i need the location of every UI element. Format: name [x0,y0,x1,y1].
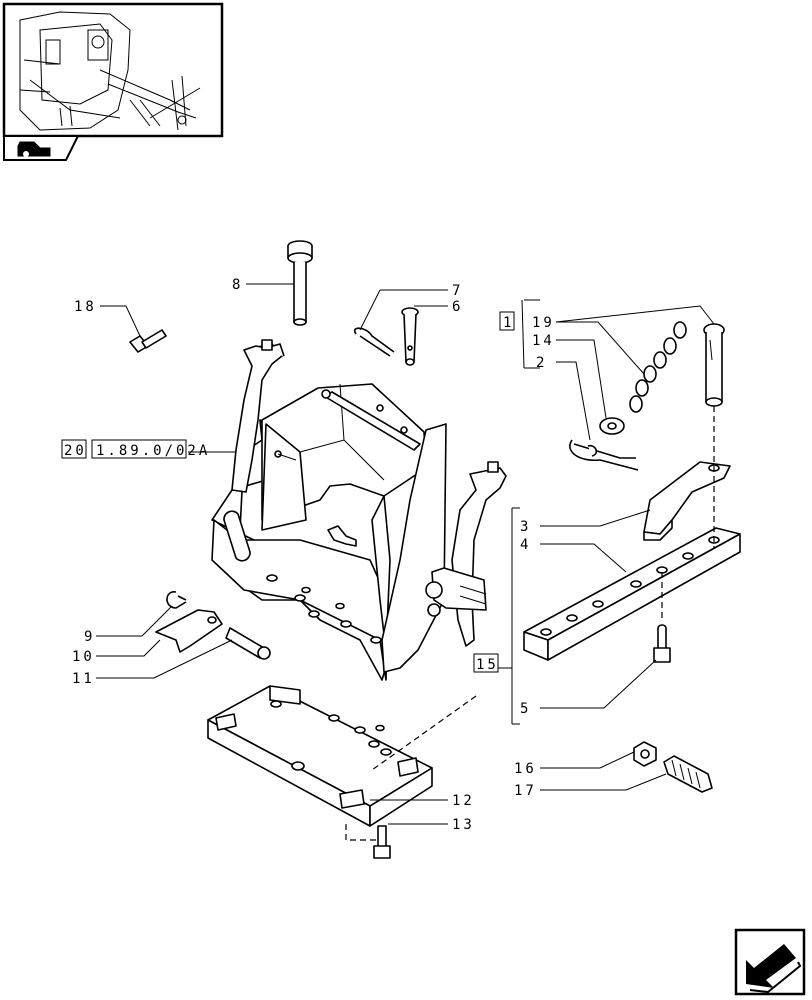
pin-6 [401,307,419,366]
callout-12[interactable]: 12 [452,793,475,809]
callout-9[interactable]: 9 [84,629,95,645]
callout-8[interactable]: 8 [232,277,243,293]
washer-14 [599,417,625,435]
reference-box-label[interactable]: 1.89.0/02A [96,443,210,459]
plate-assembly-line [371,695,477,771]
bolt-13 [373,825,391,859]
callout-14[interactable]: 14 [532,333,555,349]
clip-9 [166,591,187,609]
callout-20[interactable]: 20 [64,443,87,459]
reference-box[interactable] [91,439,187,459]
clevis-3 [643,461,731,541]
callout-18[interactable]: 18 [74,299,97,315]
callout-box-20 [61,439,87,459]
callout-10[interactable]: 10 [72,649,95,665]
bolt13-assembly-line [345,824,382,841]
callout-7[interactable]: 7 [452,283,463,299]
next-page-arrow-icon[interactable] [734,928,806,996]
callout-11[interactable]: 11 [72,671,95,687]
callout-4[interactable]: 4 [520,537,531,553]
callout-1[interactable]: 1 [503,315,514,331]
callout-17[interactable]: 17 [514,783,537,799]
callout-5[interactable]: 5 [520,701,531,717]
nut-16 [633,741,657,767]
pin-1 [703,323,725,407]
callout-6[interactable]: 6 [452,299,463,315]
spring-clip-2 [569,439,639,471]
bolt-18 [129,329,167,353]
tractor-tab-icon[interactable] [3,135,80,161]
bracket-10 [155,609,223,653]
left-guide-arm [231,339,285,493]
callout-15[interactable]: 15 [476,657,499,673]
tractor-rear-hitch-thumbnail [19,11,201,131]
bottom-plate [207,685,433,827]
callout-box-15 [473,653,499,673]
callout-19[interactable]: 19 [532,315,555,331]
callout-13[interactable]: 13 [452,817,475,833]
bolt-5 [653,624,671,663]
bolt-17 [663,755,713,793]
clip-7 [353,327,395,357]
pin-11 [225,627,271,660]
callout-3[interactable]: 3 [520,519,531,535]
leader-lines [96,283,715,825]
chain-19 [629,321,687,413]
pin-8 [287,240,313,326]
callout-2[interactable]: 2 [536,355,547,371]
right-guide-arm [425,461,507,647]
callout-box-1 [499,311,515,331]
thumbnail-panel[interactable] [2,2,224,138]
callout-16[interactable]: 16 [514,761,537,777]
drawbar-4 [523,527,741,661]
hitch-housing [211,383,447,681]
